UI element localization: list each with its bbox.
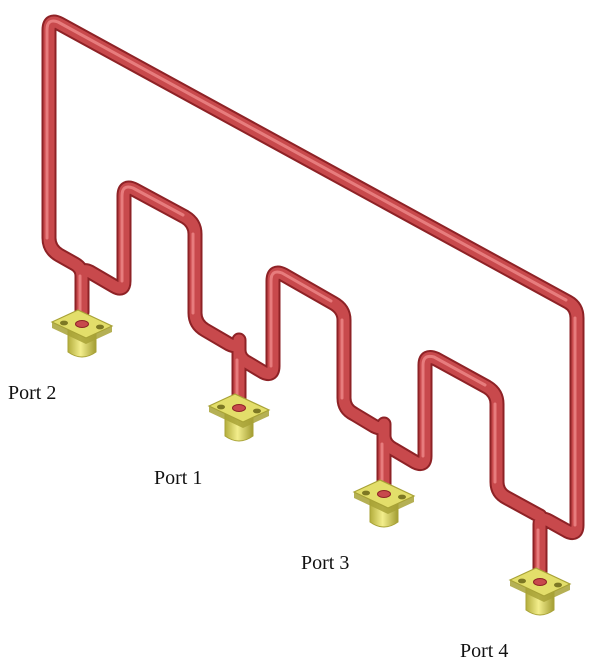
- pipe-stub: [377, 490, 391, 498]
- port-3-flange: [352, 479, 416, 528]
- waveguide-pipe: [41, 14, 585, 580]
- pipe-stub: [232, 404, 246, 412]
- pipe-highlight: [45, 19, 577, 574]
- flange-plate-edge: [52, 322, 112, 344]
- bolt-hole: [96, 324, 104, 330]
- flange-plate-edge: [354, 492, 414, 514]
- flange-plate-edge: [510, 580, 570, 602]
- pipe-stub: [533, 578, 547, 586]
- pipe-stub: [75, 320, 89, 328]
- bolt-hole: [362, 490, 370, 496]
- port-4-flange: [508, 567, 572, 616]
- bolt-hole: [217, 404, 225, 410]
- pipe-body: [43, 16, 583, 578]
- port-4-label: Port 4: [460, 640, 509, 662]
- port-2-label: Port 2: [8, 382, 57, 404]
- port-1-flange: [207, 393, 271, 442]
- bolt-hole: [518, 578, 526, 584]
- port-2-flange: [50, 309, 114, 358]
- bolt-hole: [253, 408, 261, 414]
- port-3-label: Port 3: [301, 552, 350, 574]
- port-1-label: Port 1: [154, 467, 203, 489]
- bolt-hole: [60, 320, 68, 326]
- bolt-hole: [554, 582, 562, 588]
- bolt-hole: [398, 494, 406, 500]
- flange-plate-edge: [209, 406, 269, 428]
- port-flanges: [50, 309, 572, 616]
